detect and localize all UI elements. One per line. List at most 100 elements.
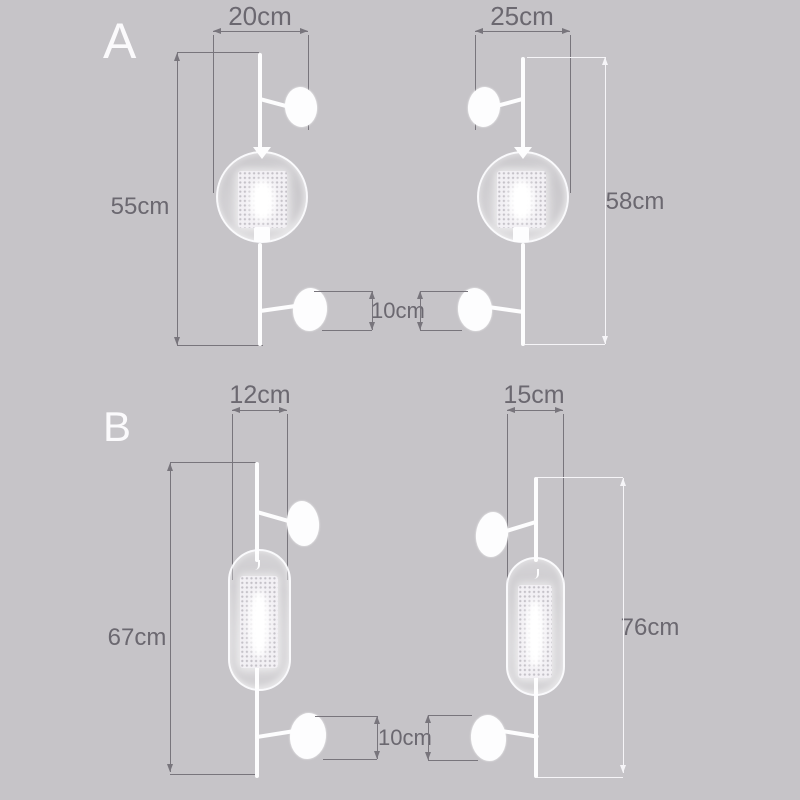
extension-line — [420, 291, 468, 293]
lamp-arm — [259, 304, 296, 313]
section-b-label: B — [103, 403, 132, 450]
arrow-down-icon — [417, 322, 423, 330]
lamp-stem — [258, 243, 262, 346]
perforated-shade — [497, 171, 546, 228]
dim-line — [623, 478, 625, 773]
extension-line — [287, 414, 289, 580]
arrow-left-icon — [232, 407, 240, 413]
wall-mount-disc — [282, 85, 320, 129]
shade-hook — [252, 560, 260, 570]
dim-line — [507, 410, 563, 412]
lamp-stem — [521, 57, 525, 150]
wall-mount-disc — [469, 713, 508, 763]
bulb-glow — [526, 599, 544, 667]
wall-mount-disc — [456, 286, 494, 333]
dim-line — [213, 31, 308, 33]
extension-line — [525, 344, 605, 346]
dim-label-a-right-width: 25cm — [490, 1, 554, 31]
lamp-stem — [534, 668, 538, 778]
arrow-left-icon — [213, 28, 221, 34]
arrow-up-icon — [167, 463, 173, 471]
dim-label-a-disc: 10cm — [371, 298, 425, 323]
arrow-up-icon — [425, 715, 431, 723]
arrow-right-icon — [562, 28, 570, 34]
dim-line — [232, 410, 287, 412]
lamp-arm — [487, 305, 524, 314]
extension-line — [315, 716, 377, 718]
dim-label-a-right-height: 58cm — [605, 188, 665, 215]
arrow-down-icon — [167, 764, 173, 772]
arrow-left-icon — [507, 407, 515, 413]
lamp-stem — [255, 666, 259, 778]
bulb-glow — [249, 180, 276, 222]
extension-line — [177, 345, 263, 347]
wall-mount-disc — [291, 286, 329, 333]
shade-hook — [531, 569, 539, 579]
extension-line — [420, 330, 462, 332]
arrow-down-icon — [374, 751, 380, 759]
wall-mount-disc — [284, 499, 322, 548]
perforated-shade — [238, 171, 287, 228]
extension-line — [177, 52, 259, 54]
dim-line — [177, 53, 179, 345]
arrow-down-icon — [174, 337, 180, 345]
arrow-up-icon — [369, 291, 375, 299]
lamp-stem — [534, 477, 538, 562]
dim-line — [170, 463, 172, 772]
arrow-up-icon — [620, 478, 626, 486]
wall-mount-disc — [465, 85, 503, 129]
dim-line — [605, 57, 607, 344]
arrow-right-icon — [555, 407, 563, 413]
lamp-arm — [256, 729, 294, 739]
arrow-down-icon — [602, 336, 608, 344]
extension-line — [537, 777, 623, 779]
dim-label-b-left-width: 12cm — [229, 381, 291, 409]
dim-line — [372, 291, 374, 330]
dim-line — [428, 715, 430, 760]
dim-label-b-disc: 10cm — [378, 725, 432, 750]
wall-mount-disc — [473, 510, 511, 559]
extension-line — [308, 35, 310, 130]
extension-line — [507, 414, 509, 582]
extension-line — [314, 291, 372, 293]
wall-mount-disc — [288, 711, 328, 761]
extension-line — [428, 760, 478, 762]
arrow-down-icon — [620, 765, 626, 773]
extension-line — [323, 759, 377, 761]
dim-line — [420, 291, 422, 330]
extension-line — [563, 414, 565, 582]
extension-line — [232, 414, 234, 580]
dim-line — [377, 716, 379, 759]
arrow-down-icon — [369, 322, 375, 330]
extension-line — [428, 715, 472, 717]
dim-label-b-right-width: 15cm — [503, 381, 565, 409]
arrow-right-icon — [279, 407, 287, 413]
lamp-stem — [521, 243, 525, 346]
perforated-shade — [518, 585, 552, 678]
arrow-up-icon — [174, 53, 180, 61]
shade-stem — [513, 227, 529, 242]
extension-line — [527, 57, 605, 59]
dim-label-a-left-height: 55cm — [110, 193, 170, 220]
extension-line — [475, 35, 477, 130]
section-a-label: A — [103, 13, 137, 69]
dim-line — [475, 31, 570, 33]
bulb-glow — [249, 590, 269, 657]
extension-line — [170, 774, 258, 776]
extension-line — [170, 462, 256, 464]
bulb-glow — [508, 180, 535, 222]
arrow-up-icon — [417, 291, 423, 299]
extension-line — [537, 477, 623, 479]
extension-line — [570, 35, 572, 193]
dim-label-b-left-height: 67cm — [107, 624, 167, 651]
arrow-left-icon — [475, 28, 483, 34]
arrow-right-icon — [300, 28, 308, 34]
extension-line — [213, 35, 215, 193]
extension-line — [322, 330, 372, 332]
arrow-down-icon — [425, 752, 431, 760]
arrow-up-icon — [374, 716, 380, 724]
perforated-shade — [240, 576, 278, 668]
dim-label-a-left-width: 20cm — [228, 1, 292, 31]
shade-stem — [254, 227, 270, 242]
